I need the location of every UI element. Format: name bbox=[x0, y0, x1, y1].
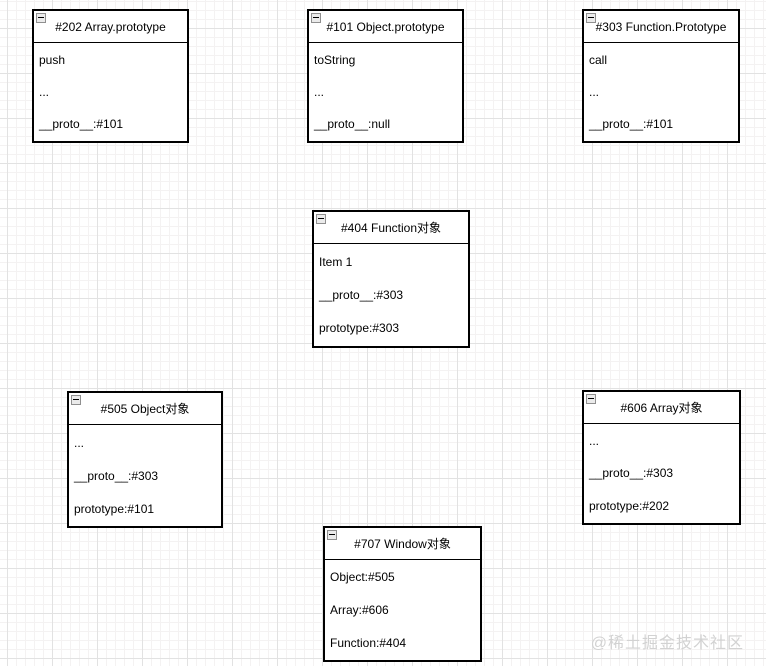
node-field: ... bbox=[589, 85, 600, 99]
watermark: @稀土掘金技术社区 bbox=[590, 635, 744, 652]
node-title-label: #707 Window对象 bbox=[354, 537, 451, 551]
node-505-object-instance[interactable]: #505 Object对象 ... __proto__:#303 prototy… bbox=[67, 391, 223, 528]
node-field: ... bbox=[74, 435, 85, 450]
node-field: Array:#606 bbox=[330, 603, 389, 617]
node-title: #606 Array对象 bbox=[584, 392, 739, 424]
node-606-array-instance[interactable]: #606 Array对象 ... __proto__:#303 prototyp… bbox=[582, 390, 741, 525]
collapse-icon[interactable] bbox=[311, 13, 321, 23]
node-body: push ... __proto__:#101 bbox=[34, 43, 187, 141]
node-body: ... __proto__:#303 prototype:#101 bbox=[69, 425, 221, 526]
node-field: prototype:#303 bbox=[319, 321, 400, 336]
node-field: prototype:#202 bbox=[589, 498, 670, 513]
node-field: Function:#404 bbox=[330, 635, 407, 650]
node-title-label: #303 Function.Prototype bbox=[595, 19, 727, 34]
node-field: __proto__:#101 bbox=[39, 117, 124, 131]
node-202-array-prototype[interactable]: #202 Array.prototype push ... __proto__:… bbox=[32, 9, 189, 143]
node-101-object-prototype[interactable]: #101 Object.prototype toString ... __pro… bbox=[307, 9, 464, 143]
node-body: ... __proto__:#303 prototype:#202 bbox=[584, 424, 739, 523]
node-title-label: #404 Function对象 bbox=[340, 221, 442, 235]
node-title-label: #505 Object对象 bbox=[100, 402, 190, 416]
node-title-label: #101 Object.prototype bbox=[326, 19, 445, 34]
collapse-icon[interactable] bbox=[586, 13, 596, 23]
node-title: #505 Object对象 bbox=[69, 393, 221, 425]
node-707-window-instance[interactable]: #707 Window对象 Object:#505 Array:#606 Fun… bbox=[323, 526, 482, 662]
node-field: push bbox=[39, 53, 66, 67]
collapse-icon[interactable] bbox=[586, 394, 596, 404]
node-field: prototype:#101 bbox=[74, 501, 155, 516]
node-title: #202 Array.prototype bbox=[34, 11, 187, 43]
collapse-icon[interactable] bbox=[71, 395, 81, 405]
node-body: call ... __proto__:#101 bbox=[584, 43, 738, 141]
collapse-icon[interactable] bbox=[316, 214, 326, 224]
node-field: Object:#505 bbox=[330, 570, 395, 585]
node-field: ... bbox=[589, 434, 600, 449]
node-title-label: #606 Array对象 bbox=[620, 401, 703, 415]
node-field: call bbox=[589, 53, 608, 67]
node-title-label: #202 Array.prototype bbox=[55, 19, 166, 34]
node-title: #303 Function.Prototype bbox=[584, 11, 738, 43]
node-field: toString bbox=[314, 53, 356, 67]
node-field: __proto__:#303 bbox=[319, 287, 404, 302]
node-field: Item 1 bbox=[319, 254, 353, 269]
node-field: ... bbox=[314, 85, 325, 99]
node-field: __proto__:#101 bbox=[589, 117, 674, 131]
collapse-icon[interactable] bbox=[36, 13, 46, 23]
node-title: #707 Window对象 bbox=[325, 528, 480, 560]
node-body: toString ... __proto__:null bbox=[309, 43, 462, 141]
node-303-function-prototype[interactable]: #303 Function.Prototype call ... __proto… bbox=[582, 9, 740, 143]
node-field: __proto__:#303 bbox=[589, 466, 674, 481]
node-field: __proto__:#303 bbox=[74, 468, 159, 483]
node-404-function-object[interactable]: #404 Function对象 Item 1 __proto__:#303 pr… bbox=[312, 210, 470, 348]
node-title: #404 Function对象 bbox=[314, 212, 468, 244]
collapse-icon[interactable] bbox=[327, 530, 337, 540]
node-field: __proto__:null bbox=[314, 117, 391, 131]
node-title: #101 Object.prototype bbox=[309, 11, 462, 43]
node-body: Object:#505 Array:#606 Function:#404 bbox=[325, 560, 480, 660]
node-field: ... bbox=[39, 85, 50, 99]
node-body: Item 1 __proto__:#303 prototype:#303 bbox=[314, 244, 468, 346]
